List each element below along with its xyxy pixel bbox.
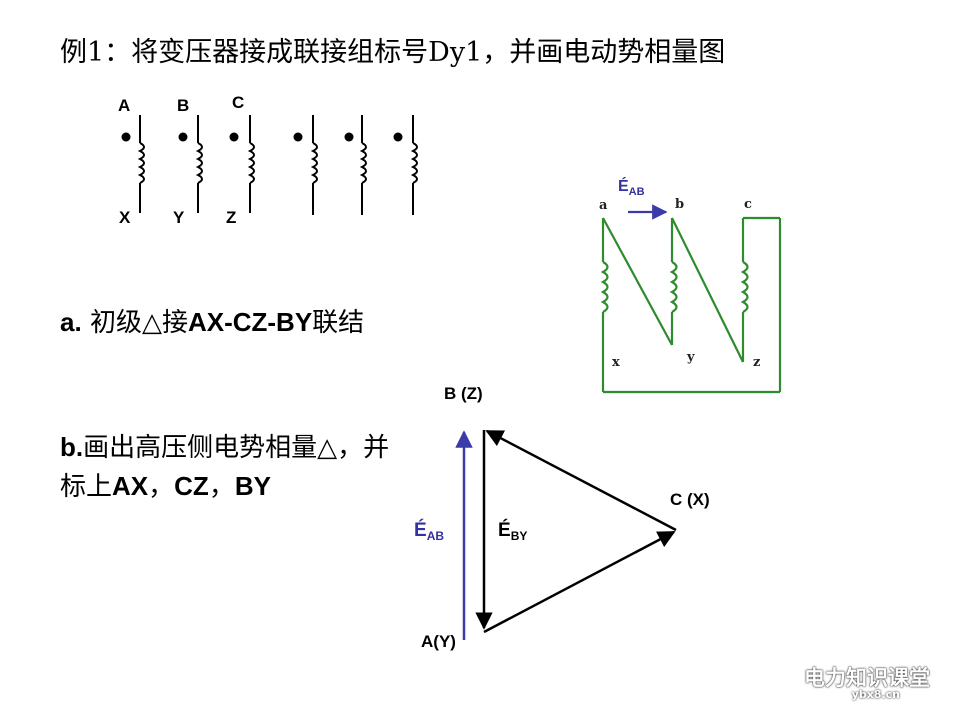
vertex-label-bottom: A(Y) [421,632,456,651]
step-b-prefix: b. [60,432,84,462]
polarity-dots [121,132,403,142]
step-b-cz: CZ [174,471,209,501]
secondary-label-a: a [599,198,608,213]
step-a-suffix: 联结 [312,308,365,338]
sec-eab-main: É [618,178,629,195]
secondary-label-x: x [612,355,620,370]
winding-3 [247,115,255,213]
terminal-label-A: A [118,96,131,115]
secondary-label-y: y [687,350,695,365]
secondary-circuit [600,216,782,394]
terminal-label-X: X [119,208,131,227]
eab-main: É [414,520,427,541]
winding-6 [410,115,418,215]
page-title: 例1：将变压器接成联接组标号Dy1，并画电动势相量图 [60,37,726,68]
step-a-prefix: a. [60,307,82,337]
step-b-ax: AX [112,471,149,501]
sec-eab-sub: AB [628,186,645,198]
eby-sub: BY [510,529,528,543]
vertex-label-right: C (X) [670,490,710,509]
secondary-label-z: z [753,355,761,370]
eab-phasor-label: ÉAB [414,520,444,543]
secondary-eab-label: ÉAB [618,178,645,198]
primary-windings [137,115,418,215]
step-b-text: b.画出高压侧电势相量△，并标上AX，CZ，BY [60,428,400,506]
eby-phasor-label: ÉBY [498,520,527,543]
vertex-label-top: B (Z) [444,384,483,403]
terminal-label-Z: Z [226,208,237,227]
step-b-sep1: ， [148,472,175,502]
secondary-label-b: b [675,197,685,212]
winding-4 [310,115,318,215]
step-a-body: 初级△接 [81,308,188,338]
winding-1 [137,115,145,213]
winding-5 [359,115,367,215]
eby-main: É [498,520,511,541]
terminal-label-B: B [177,96,190,115]
step-b-sep2: ， [208,472,235,502]
step-b-body: 画出高压侧电势相量△，并标上 [60,433,390,502]
watermark: 电力知识课堂 [804,666,930,690]
watermark-site: ybx8.cn [851,688,900,701]
step-a-text: a. 初级△接AX-CZ-BY联结 [60,302,364,339]
phasor-triangle [475,429,677,634]
terminal-label-C: C [232,93,245,112]
step-a-connection: AX-CZ-BY [187,307,313,337]
terminal-label-Y: Y [173,208,185,227]
winding-2 [195,115,203,213]
step-b-by: BY [234,471,271,501]
eab-sub: AB [426,529,445,543]
secondary-label-c: c [744,197,752,212]
